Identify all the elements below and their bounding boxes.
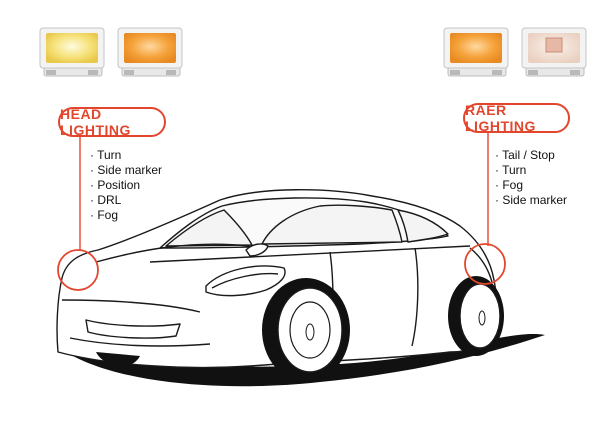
front-left-wheel <box>96 352 140 367</box>
list-item: Turn <box>90 148 162 163</box>
list-item: Side marker <box>90 163 162 178</box>
list-item: Side marker <box>495 193 567 208</box>
list-item: Turn <box>495 163 567 178</box>
list-item: Position <box>90 178 162 193</box>
car-shadow <box>66 334 545 387</box>
head-lighting-list: Turn Side marker Position DRL Fog <box>90 148 162 223</box>
led-chip-head-orange <box>117 27 183 77</box>
led-chip-rear-white <box>521 27 587 77</box>
head-light-highlight-circle <box>57 249 99 291</box>
list-item: Fog <box>90 208 162 223</box>
list-item: DRL <box>90 193 162 208</box>
car-illustration <box>56 189 497 369</box>
rear-light-highlight-circle <box>464 243 506 285</box>
rear-lighting-label-text: RAER LIGHTING <box>465 102 536 134</box>
rear-wheel <box>448 276 504 356</box>
led-chip-rear-orange <box>443 27 509 77</box>
front-wheel <box>262 278 350 382</box>
list-item: Tail / Stop <box>495 148 567 163</box>
rear-lighting-list: Tail / Stop Turn Fog Side marker <box>495 148 567 208</box>
head-lighting-label-text: HEAD LIGHTING <box>60 106 131 138</box>
led-chip-head-yellow <box>39 27 105 77</box>
list-item: Fog <box>495 178 567 193</box>
head-lighting-label: HEAD LIGHTING <box>58 106 166 138</box>
rear-lighting-label: RAER LIGHTING <box>463 102 570 134</box>
